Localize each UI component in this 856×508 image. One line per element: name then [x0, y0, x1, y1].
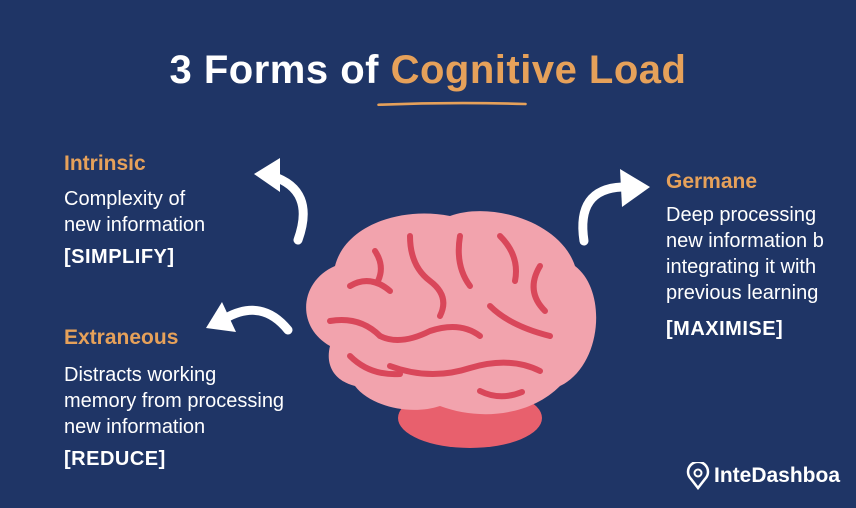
extraneous-action: [REDUCE] — [64, 448, 166, 470]
brain-pin-logo-icon — [686, 462, 710, 490]
extraneous-label: Extraneous — [64, 326, 179, 349]
extraneous-arrow-icon — [206, 302, 293, 335]
brain-icon — [306, 211, 597, 448]
title-part-1: 3 Forms of — [169, 48, 391, 92]
germane-arrow-icon — [578, 169, 650, 246]
title-underline — [377, 101, 527, 107]
germane-label: Germane — [666, 170, 758, 193]
intrinsic-description: Complexity of new information — [64, 188, 206, 236]
intrinsic-label: Intrinsic — [64, 152, 146, 175]
intrinsic-arrow-icon — [254, 158, 308, 245]
cerebrum-shape — [306, 211, 597, 415]
intrinsic-action: [SIMPLIFY] — [64, 246, 175, 268]
germane-action: [MAXIMISE] — [666, 318, 784, 340]
extraneous-description: Distracts working memory from processing… — [64, 364, 285, 438]
page-title: 3 Forms of Cognitive Load — [0, 48, 856, 93]
brand: InteDashboa — [686, 462, 840, 490]
brand-name: InteDashboa — [714, 464, 841, 487]
title-part-2: Cognitive Load — [390, 48, 687, 92]
germane-description: Deep processing new information b integr… — [666, 204, 824, 304]
